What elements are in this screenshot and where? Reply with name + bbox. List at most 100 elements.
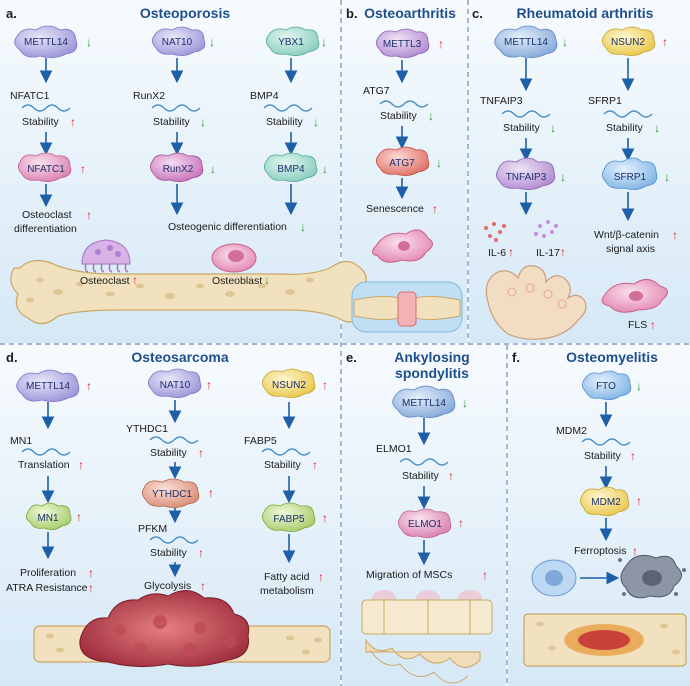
outcome-arrow: ↑ — [88, 581, 94, 595]
fls-arrow: ↑ — [650, 318, 656, 332]
panel-a-title: Osteoporosis — [140, 5, 230, 21]
outcome-label: Senescence — [366, 203, 424, 215]
product-label: MN1 — [37, 513, 59, 524]
panel-a-label: a. — [6, 6, 17, 21]
outcome-arrow: ↑ — [86, 208, 92, 222]
outcome-line2: ATRA Resistance — [6, 582, 88, 594]
osteoclast-arrow: ↑ — [132, 273, 138, 287]
product-arrow: ↑ — [208, 486, 214, 500]
target-gene: FABP5 — [244, 435, 277, 447]
product-label: TNFAIP3 — [506, 172, 547, 183]
fold-arrow: ↑ — [322, 378, 328, 392]
product-label: FABP5 — [273, 514, 305, 525]
step-arrow: ↑ — [312, 458, 318, 472]
outcome-line1: Proliferation — [20, 567, 76, 579]
enzyme-blob — [16, 369, 80, 402]
enzyme-blob — [266, 26, 320, 56]
product-label: YTHDC1 — [152, 489, 192, 500]
mrna-wave — [603, 110, 653, 118]
fold-arrow: ↑ — [662, 35, 668, 49]
spine-illustration — [361, 590, 493, 684]
enzyme-label: YBX1 — [278, 37, 304, 48]
panel-f-label: f. — [512, 350, 520, 365]
product-label: ELMO1 — [408, 519, 442, 530]
outcome-arrow: ↑ — [632, 544, 638, 558]
step-label: Stability — [380, 110, 418, 122]
step-arrow: ↓ — [654, 121, 660, 135]
target-gene: NFATC1 — [10, 90, 50, 102]
mrna-wave — [501, 110, 551, 118]
panel-a-col2: NAT10 ↓ RunX2 Stability ↓ RunX2 ↓ — [133, 26, 216, 216]
step2-label: Stability — [150, 547, 188, 559]
outcome-line1: Osteoclast — [22, 209, 72, 221]
osteoblast-cell — [211, 243, 257, 273]
enzyme-label: NSUN2 — [272, 380, 306, 391]
shared-outcome: Osteogenic differentiation — [168, 221, 287, 233]
product-label: RunX2 — [163, 164, 194, 175]
mrna-wave — [151, 104, 201, 112]
cytokine-arrow: ↑ — [508, 245, 514, 259]
outcome-line2: metabolism — [260, 585, 314, 597]
product-blob — [264, 152, 318, 182]
enzyme-blob — [494, 25, 558, 58]
target-gene: MN1 — [10, 435, 32, 447]
enzyme-blob — [376, 28, 430, 58]
step-label: Stability — [153, 116, 191, 128]
outcome-line2: signal axis — [606, 243, 655, 255]
panel-d-col2: NAT10 ↑ YTHDC1 Stability ↑ YTHDC1 ↑ PFKM… — [126, 368, 214, 593]
step-arrow: ↑ — [198, 446, 204, 460]
mrna-wave — [21, 104, 71, 112]
product-blob — [142, 478, 200, 508]
product-label: MDM2 — [591, 497, 621, 508]
enzyme-blob — [262, 368, 316, 398]
enzyme-label: NSUN2 — [611, 37, 645, 48]
fold-arrow: ↓ — [209, 35, 215, 49]
enzyme-label: METTL14 — [402, 398, 446, 409]
product-arrow: ↑ — [76, 510, 82, 524]
fls-cell — [601, 279, 668, 313]
step-arrow: ↓ — [200, 115, 206, 129]
step2-arrow: ↑ — [198, 546, 204, 560]
outcome-label: Ferroptosis — [574, 545, 627, 557]
hand-illustration — [485, 265, 587, 340]
enzyme-blob — [14, 25, 78, 58]
step-label: Stability — [266, 116, 304, 128]
shared-outcome-arrow: ↓ — [300, 220, 306, 234]
target-gene: MDM2 — [556, 425, 587, 437]
step-arrow: ↑ — [70, 115, 76, 129]
step-arrow: ↑ — [448, 469, 454, 483]
enzyme-label: METTL14 — [504, 37, 548, 48]
enzyme-label: NAT10 — [162, 37, 193, 48]
mrna-wave — [21, 448, 71, 456]
product-arrow: ↓ — [560, 170, 566, 184]
target-gene: ATG7 — [363, 85, 390, 97]
fold-arrow: ↑ — [438, 37, 444, 51]
ferroptotic-cell — [618, 554, 686, 599]
step-arrow: ↑ — [78, 458, 84, 472]
product-label: NFATC1 — [27, 164, 65, 175]
panel-b-title: Osteoarthritis — [364, 5, 456, 21]
cytokine-label: IL-6 — [488, 247, 506, 259]
healthy-cell — [531, 559, 577, 597]
outcome-arrow: ↑ — [88, 566, 94, 580]
step-label: Stability — [503, 122, 541, 134]
outcome-line1: Fatty acid — [264, 571, 310, 583]
step-arrow: ↓ — [313, 115, 319, 129]
step-label: Stability — [584, 450, 622, 462]
step-arrow: ↓ — [428, 109, 434, 123]
step-arrow: ↑ — [630, 449, 636, 463]
panel-c-label: c. — [472, 6, 483, 21]
mrna-wave — [399, 458, 449, 466]
product-blob — [376, 146, 430, 176]
product-blob — [150, 152, 204, 182]
step-label: Stability — [402, 470, 440, 482]
panel-b-label: b. — [346, 6, 358, 21]
cytokine-label: IL-17 — [536, 247, 560, 259]
outcome-arrow: ↑ — [318, 570, 324, 584]
panel-c-col2: NSUN2 ↑ SFRP1 Stability ↓ SFRP1 ↓ Wnt/β-… — [588, 26, 678, 255]
outcome-arrow: ↑ — [432, 202, 438, 216]
outcome-arrow: ↑ — [200, 579, 206, 593]
enzyme-blob — [602, 26, 656, 56]
step-label: Stability — [22, 116, 60, 128]
